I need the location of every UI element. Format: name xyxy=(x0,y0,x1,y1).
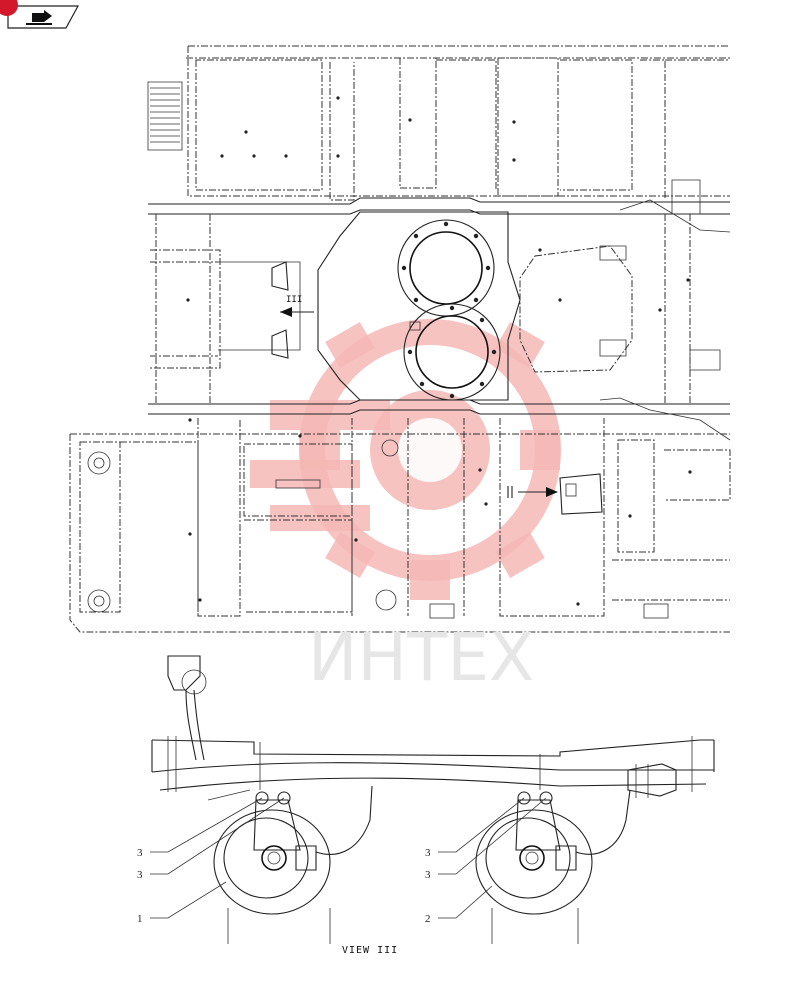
status-badge xyxy=(0,0,18,16)
section-marker-lower xyxy=(507,486,558,498)
view-iii-drawing xyxy=(150,655,715,944)
section-marker-upper: III xyxy=(280,295,314,317)
callout-3b: 3 xyxy=(137,869,143,881)
return-button[interactable] xyxy=(0,0,80,30)
callout-3c: 3 xyxy=(425,847,431,859)
return-arrow-icon xyxy=(7,5,80,29)
callout-2: 2 xyxy=(425,913,431,925)
section-marker-label: III xyxy=(286,295,302,305)
view-title: VIEW III xyxy=(342,945,398,956)
watermark-text: ИНТЕХ xyxy=(308,619,534,696)
chassis-top-view xyxy=(69,45,731,633)
callout-3d: 3 xyxy=(425,869,431,881)
callout-1: 1 xyxy=(137,913,143,925)
callout-3a: 3 xyxy=(137,847,143,859)
watermark-logo xyxy=(250,319,561,600)
